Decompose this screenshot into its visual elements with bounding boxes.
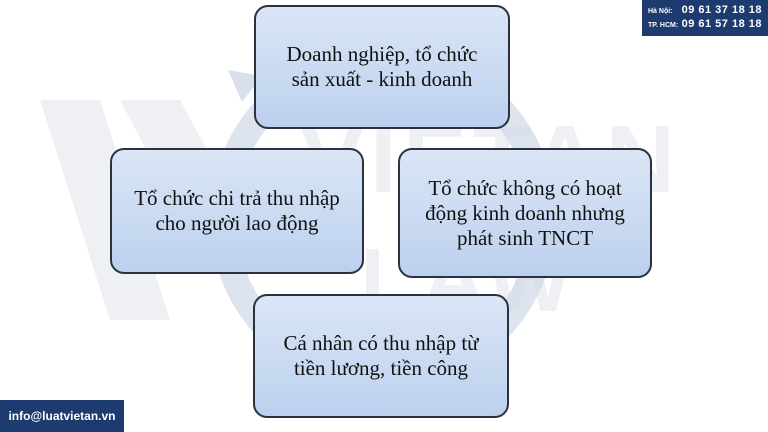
hanoi-phone[interactable]: 09 61 37 18 18 [681, 4, 762, 16]
hcm-label: TP. HCM: [648, 22, 679, 29]
contact-phone-banner: Hà Nội: 09 61 37 18 18 TP. HCM: 09 61 57… [642, 0, 768, 36]
contact-email[interactable]: info@luatvietan.vn [0, 400, 124, 432]
hanoi-label: Hà Nội: [648, 8, 673, 15]
node-non-business-organization: Tổ chức không có hoạt động kinh doanh nh… [398, 148, 652, 278]
hcm-phone[interactable]: 09 61 57 18 18 [681, 18, 762, 30]
node-income-paying-organization: Tổ chức chi trả thu nhập cho người lao đ… [110, 148, 364, 274]
cycle-arrow-head-icon [228, 70, 262, 102]
node-individual-salary-income: Cá nhân có thu nhập từ tiền lương, tiền … [253, 294, 509, 418]
node-enterprise: Doanh nghiệp, tổ chức sản xuất - kinh do… [254, 5, 510, 129]
